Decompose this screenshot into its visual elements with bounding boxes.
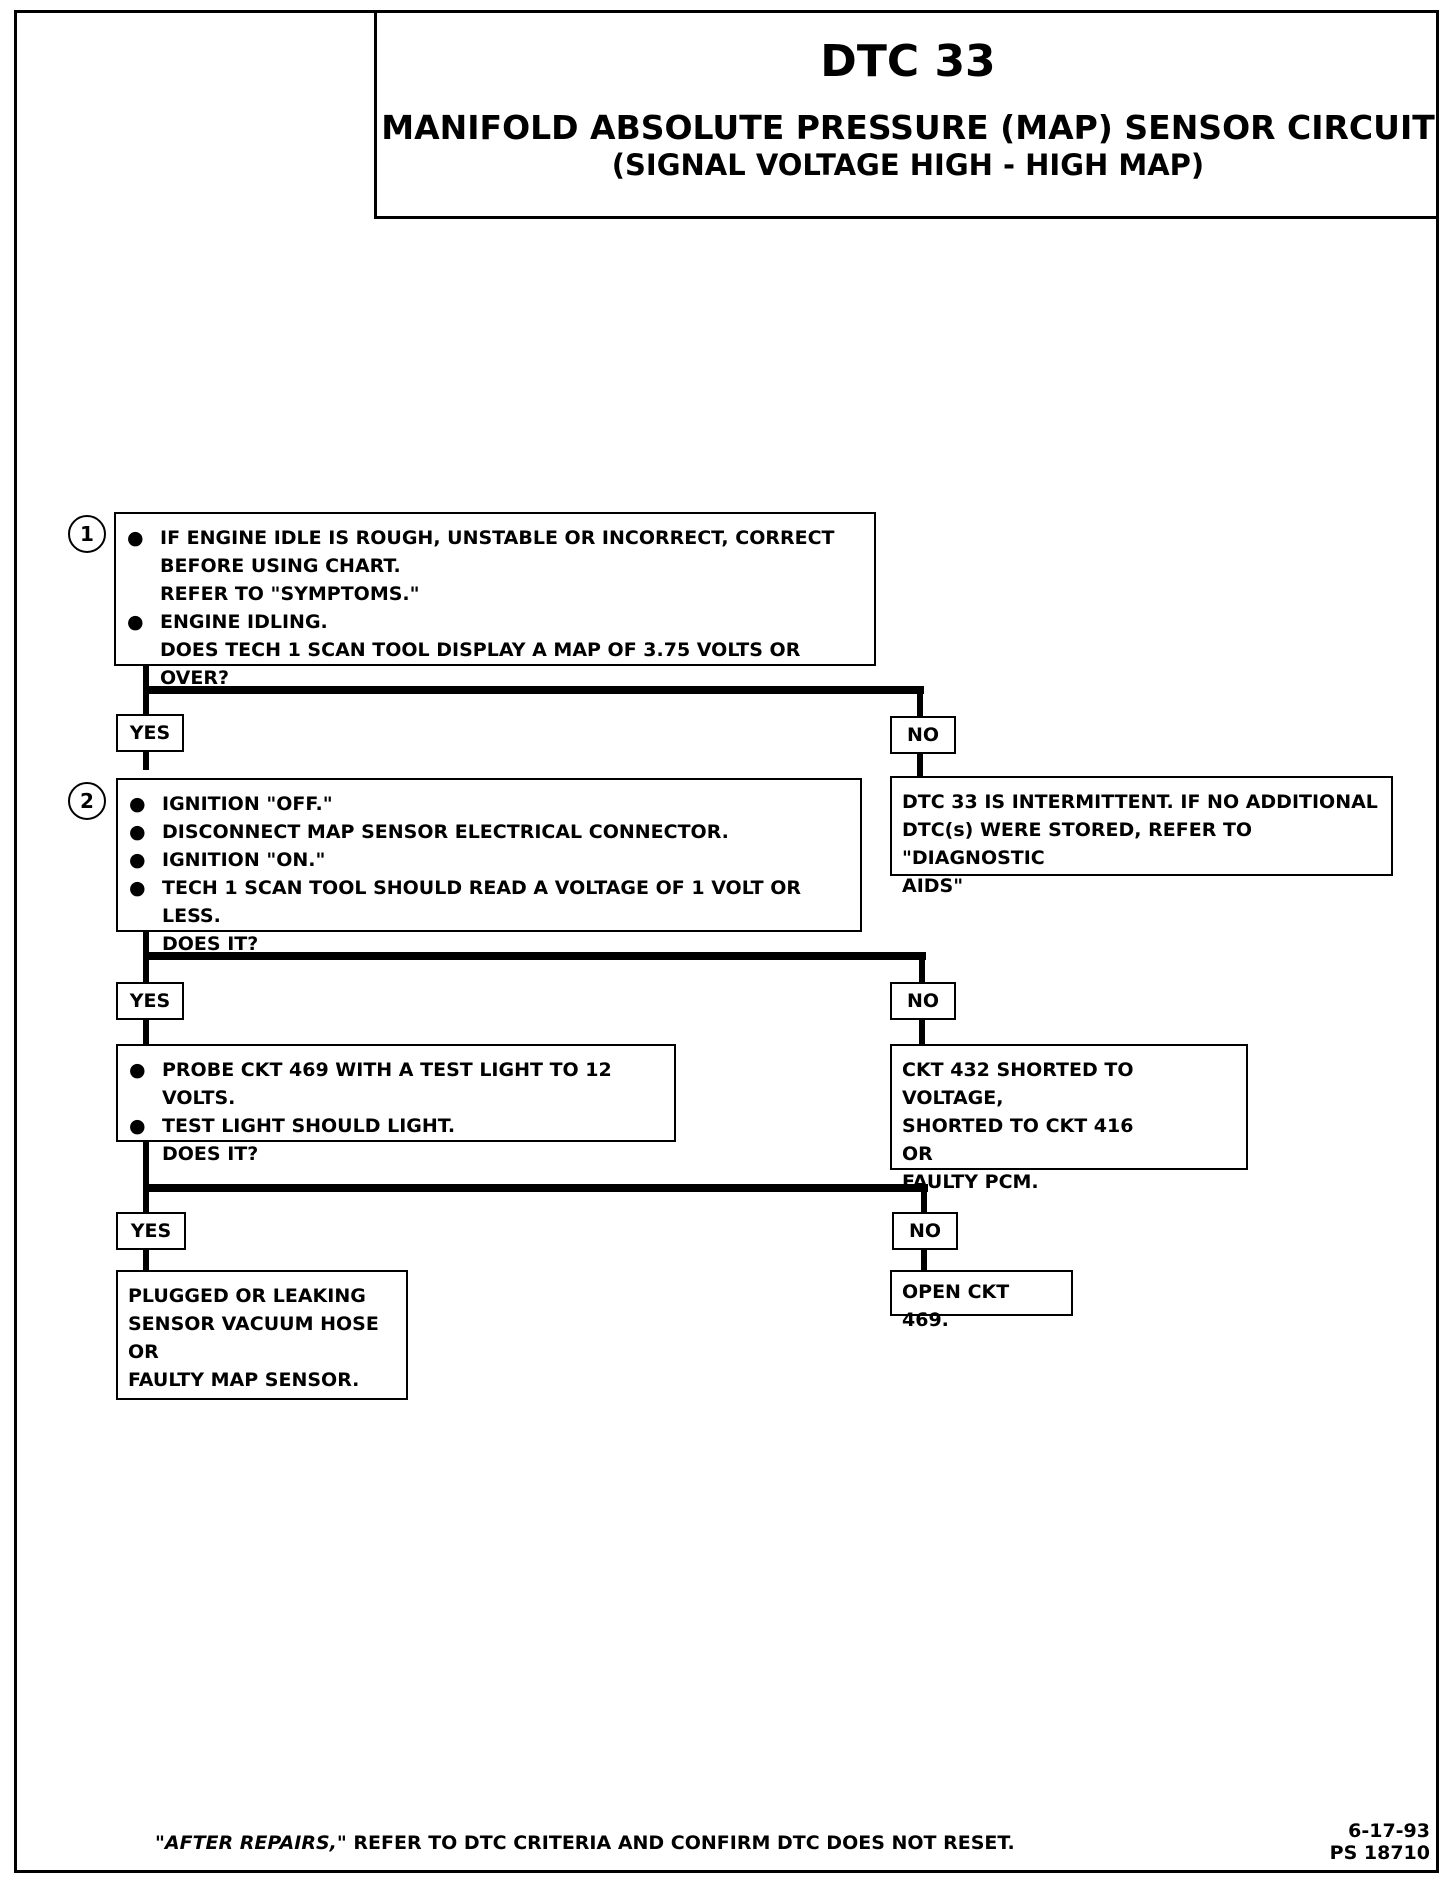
step-2-marker: 2	[68, 782, 106, 820]
page-title: MANIFOLD ABSOLUTE PRESSURE (MAP) SENSOR …	[381, 108, 1435, 147]
yes-label-1: YES	[116, 714, 184, 752]
branch-line-3	[143, 1184, 928, 1192]
step-3-item: ●PROBE CKT 469 WITH A TEST LIGHT TO 12 V…	[129, 1059, 612, 1109]
no-label-2: NO	[890, 982, 956, 1020]
step-1-marker: 1	[68, 515, 106, 553]
step-1-item: ●ENGINE IDLING.DOES TECH 1 SCAN TOOL DIS…	[127, 611, 801, 689]
branch-line-2	[143, 952, 926, 960]
document-code: PS 18710	[1329, 1842, 1430, 1864]
document-reference: 6-17-93 PS 18710	[1330, 1820, 1430, 1864]
step-2-item: ●TECH 1 SCAN TOOL SHOULD READ A VOLTAGE …	[129, 877, 802, 955]
after-repairs-note: "AFTER REPAIRS," REFER TO DTC CRITERIA A…	[155, 1832, 1015, 1854]
step-2-item: ●IGNITION "ON."	[129, 849, 326, 871]
yes-label-2: YES	[116, 982, 184, 1020]
page-subtitle: (SIGNAL VOLTAGE HIGH - HIGH MAP)	[611, 148, 1205, 182]
document-date: 6-17-93	[1348, 1820, 1430, 1842]
step-2-item: ●IGNITION "OFF."	[129, 793, 333, 815]
result-vacuum-hose: PLUGGED OR LEAKING SENSOR VACUUM HOSE OR…	[116, 1270, 408, 1400]
step-3-item: ●TEST LIGHT SHOULD LIGHT.DOES IT?	[129, 1115, 456, 1165]
yes-label-3: YES	[116, 1212, 186, 1250]
dtc-code: DTC 33	[820, 36, 996, 87]
result-shorted-voltage: CKT 432 SHORTED TO VOLTAGE, SHORTED TO C…	[890, 1044, 1248, 1193]
step-1-item: ●IF ENGINE IDLE IS ROUGH, UNSTABLE OR IN…	[127, 527, 835, 605]
step-2-box: ●IGNITION "OFF." ●DISCONNECT MAP SENSOR …	[116, 778, 862, 955]
no-label-3: NO	[892, 1212, 958, 1250]
step-3-box: ●PROBE CKT 469 WITH A TEST LIGHT TO 12 V…	[116, 1044, 676, 1165]
result-open-ckt: OPEN CKT 469.	[890, 1270, 1073, 1331]
branch-line-1	[143, 686, 924, 694]
connector-step3-down	[143, 1142, 149, 1272]
result-intermittent: DTC 33 IS INTERMITTENT. IF NO ADDITIONAL…	[890, 776, 1393, 897]
step-1-box: ●IF ENGINE IDLE IS ROUGH, UNSTABLE OR IN…	[114, 512, 876, 689]
step-2-item: ●DISCONNECT MAP SENSOR ELECTRICAL CONNEC…	[129, 821, 729, 843]
title-block: DTC 33 MANIFOLD ABSOLUTE PRESSURE (MAP) …	[374, 10, 1439, 219]
page-border	[14, 10, 1439, 1873]
no-label-1: NO	[890, 716, 956, 754]
